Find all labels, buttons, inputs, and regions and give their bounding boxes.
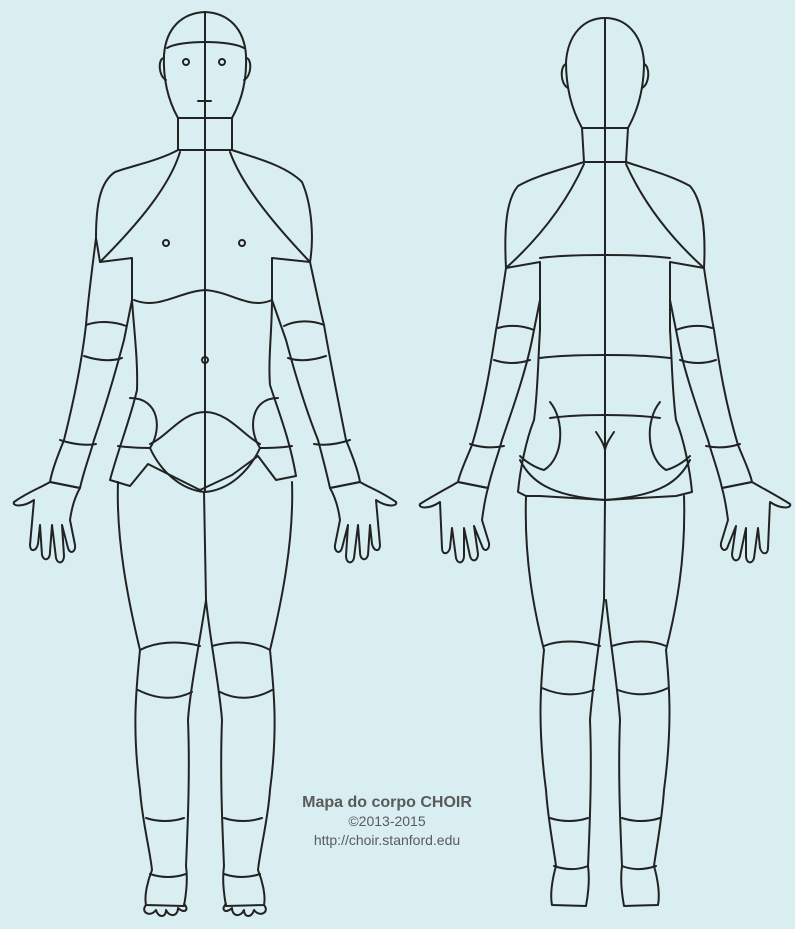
front-ankle-right-band <box>224 818 262 821</box>
back-upper-arm-left-band <box>498 326 534 330</box>
front-eye-left <box>183 59 189 65</box>
front-foot-right-band <box>224 874 260 877</box>
front-eye-right <box>219 59 225 65</box>
front-foot-left-band <box>150 874 186 877</box>
front-hip-right <box>253 398 292 448</box>
front-upper-arm-right-band <box>284 321 324 326</box>
back-knee-left-top <box>544 642 600 647</box>
front-knee-right-bottom <box>220 690 272 698</box>
back-elbow-right-band <box>680 360 716 363</box>
front-hip-left <box>118 398 157 448</box>
front-knee-left-top <box>140 643 200 650</box>
front-nipple-right <box>239 240 245 246</box>
front-view <box>14 12 397 916</box>
front-leg-left[interactable] <box>118 482 206 906</box>
back-ankle-left-band <box>550 818 588 821</box>
back-ankle-right-band <box>622 818 660 821</box>
back-knee-left-bottom <box>542 688 594 694</box>
front-knee-right-top <box>212 643 270 650</box>
front-knee-left-bottom <box>138 690 192 698</box>
back-foot-left-band <box>554 866 588 869</box>
back-wrist-left-band <box>470 444 504 447</box>
back-arm-right[interactable] <box>670 268 752 488</box>
front-nipple-left <box>163 240 169 246</box>
credits-url-link[interactable]: http://choir.stanford.edu <box>282 831 492 850</box>
front-leg-right[interactable] <box>206 482 292 906</box>
back-hip-left <box>520 402 560 470</box>
back-knee-right-top <box>612 642 666 647</box>
back-shoulder-right-line <box>626 164 704 268</box>
back-leg-left[interactable] <box>526 496 605 906</box>
credits-block: Mapa do corpo CHOIR ©2013-2015 http://ch… <box>282 793 492 850</box>
back-view <box>420 18 791 906</box>
back-shoulder-left-line <box>506 164 584 268</box>
front-elbow-right-band <box>288 356 326 360</box>
front-upper-arm-left-band <box>86 322 126 326</box>
front-chest-lower-line <box>134 290 272 303</box>
front-ankle-left-band <box>146 818 184 821</box>
front-wrist-left-band <box>60 440 96 445</box>
back-elbow-left-band <box>494 360 530 363</box>
credits-copyright: ©2013-2015 <box>282 812 492 831</box>
back-knee-right-bottom <box>618 688 668 694</box>
back-hand-left[interactable] <box>420 482 489 562</box>
back-arm-left[interactable] <box>458 268 540 488</box>
credits-title: Mapa do corpo CHOIR <box>282 793 492 812</box>
front-elbow-left-band <box>84 356 122 360</box>
back-hip-right <box>650 402 690 470</box>
back-wrist-right-band <box>706 444 740 447</box>
back-hand-right[interactable] <box>721 482 790 562</box>
back-leg-right[interactable] <box>606 496 684 906</box>
front-arm-right[interactable] <box>272 262 360 488</box>
front-hand-right[interactable] <box>330 482 396 562</box>
back-upper-arm-right-band <box>676 326 712 330</box>
back-foot-right-band <box>622 866 656 869</box>
front-hand-left[interactable] <box>14 482 80 562</box>
